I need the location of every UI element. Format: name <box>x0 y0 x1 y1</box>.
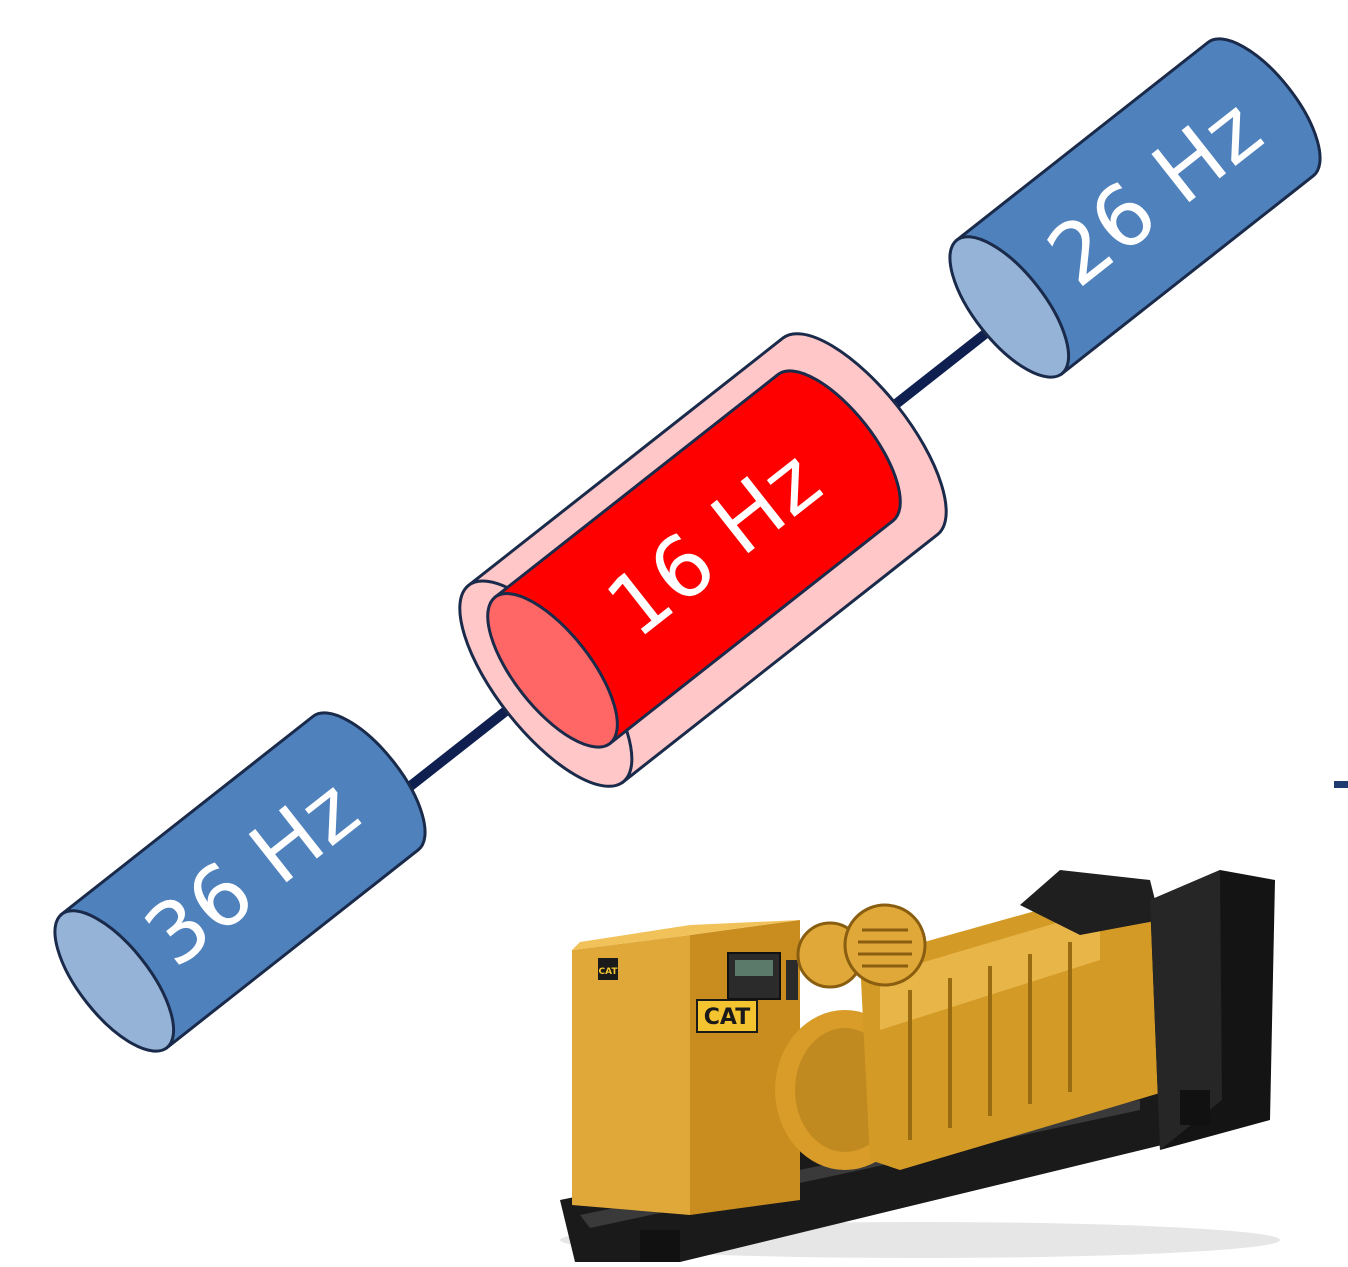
cylinder-16hz-cap <box>486 592 619 749</box>
cylinder-36hz-cap <box>53 909 176 1053</box>
cat-logo: CAT CAT <box>598 958 758 1033</box>
svg-text:CAT: CAT <box>598 967 618 977</box>
cylinder-16hz-body <box>492 369 902 746</box>
cylinder-36hz-body <box>59 711 427 1050</box>
generator-enclosure <box>572 935 690 1215</box>
cylinder-26hz-cap <box>948 235 1071 379</box>
generator-base <box>560 1080 1265 1262</box>
cylinder-26hz-body <box>954 37 1322 376</box>
cylinder-26hz: 26 Hz <box>948 37 1322 379</box>
generator-set-image: CAT CAT <box>560 870 1280 1262</box>
cylinder-36hz: 36 Hz <box>53 711 427 1053</box>
cylinder-16hz: 16 Hz <box>486 369 902 749</box>
svg-text:CAT: CAT <box>704 1005 750 1030</box>
slide-edge-marker <box>1334 781 1348 788</box>
